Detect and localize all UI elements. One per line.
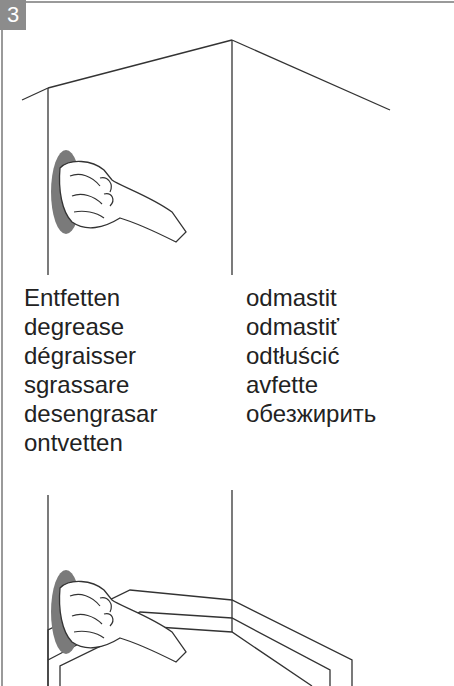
instruction-word: sgrassare [24, 371, 129, 399]
instruction-word: avfette [246, 371, 318, 399]
instruction-word: обезжирить [246, 400, 376, 428]
instruction-word: degrease [24, 313, 124, 341]
hand-with-cloth [51, 150, 186, 242]
instruction-word: odmastiť [246, 313, 339, 341]
step-number-box: 3 [0, 0, 26, 30]
shower-tray [48, 490, 352, 686]
instruction-word: odmastit [246, 284, 337, 312]
instruction-word: dégraisser [24, 342, 136, 370]
instruction-word: odtłuścić [246, 342, 339, 370]
room-corner-top [22, 40, 390, 275]
instruction-word: desengrasar [24, 400, 157, 428]
step-number: 3 [0, 0, 26, 30]
instruction-word: ontvetten [24, 429, 123, 457]
instruction-word: Entfetten [24, 284, 120, 312]
